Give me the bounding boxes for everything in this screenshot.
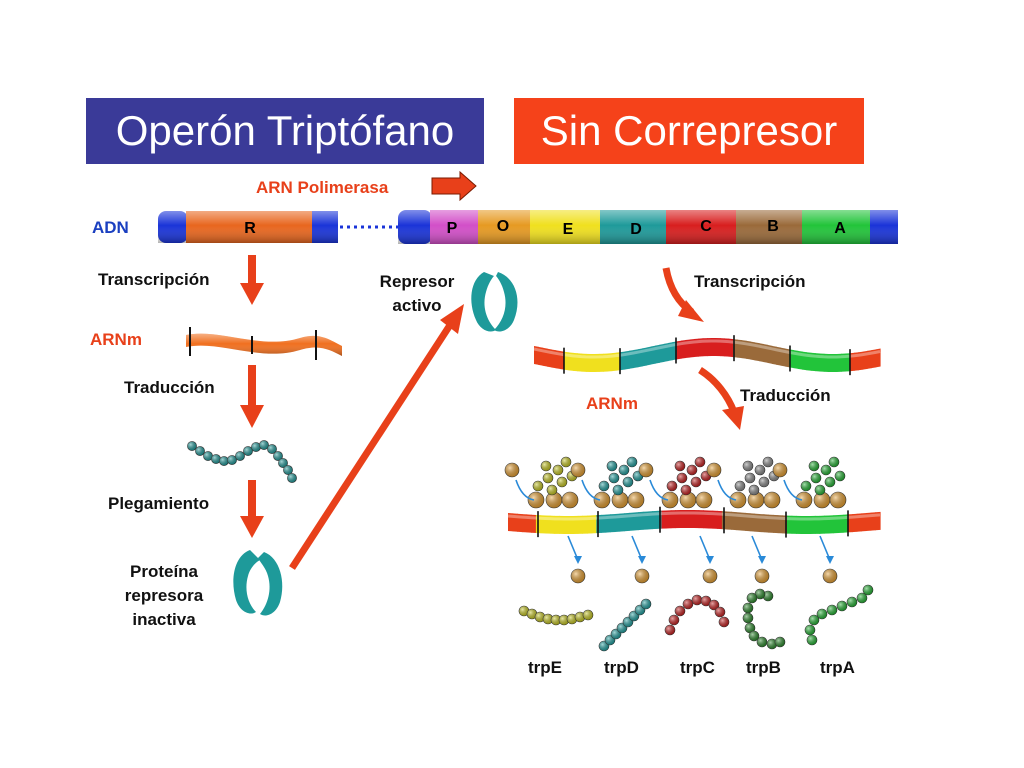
arrow-to-active-repressor	[289, 304, 464, 570]
arrow-folding	[240, 480, 264, 538]
label-active-repressor: Represor activo	[379, 272, 455, 315]
dna-operon-region: P O E D C B A	[398, 210, 898, 244]
label-translation-left: Traducción	[124, 378, 215, 397]
label-mrna-right: ARNm	[586, 394, 638, 413]
title-sin-correpresor: Sin Correpresor	[514, 98, 864, 164]
mrna-right	[533, 335, 881, 376]
dna-segment-label-P: P	[447, 220, 458, 237]
ribosome-clusters	[504, 456, 847, 509]
label-transcription-left: Transcripción	[98, 270, 210, 289]
mrna-translation-strand	[507, 506, 881, 538]
ribosome-arrow	[717, 479, 737, 501]
active-repressor-icon	[471, 272, 518, 332]
title-operon-triptofano: Operón Triptófano	[86, 98, 484, 164]
dna-segment-label-E: E	[563, 221, 574, 238]
ribosome-arrow	[783, 479, 803, 501]
label-dna: ADN	[92, 218, 129, 237]
protein-label-trpB: trpB	[746, 658, 781, 677]
dna-segment-label-D: D	[630, 221, 642, 238]
left-flow-arrows	[240, 255, 264, 538]
inactive-repressor-icon	[233, 550, 283, 616]
arrow-transcription-left	[240, 255, 264, 305]
protein-label-trpA: trpA	[820, 658, 855, 677]
label-mrna-left: ARNm	[90, 330, 142, 349]
protein-label-trpC: trpC	[680, 658, 715, 677]
protein-label-trpE: trpE	[528, 658, 562, 677]
ribosome-arrow	[649, 479, 669, 501]
ribosome-arrow	[581, 479, 601, 501]
rna-polymerase-icon	[431, 170, 477, 202]
repressor-polypeptide-chain	[187, 440, 297, 483]
dna-segment-label-O: O	[497, 218, 509, 235]
dna-segment-label-R: R	[244, 220, 256, 237]
dna-segment-label-A: A	[834, 220, 846, 237]
mrna-left	[186, 327, 342, 360]
label-rna-polymerase: ARN Polimerasa	[256, 178, 389, 197]
protein-label-trpD: trpD	[604, 658, 639, 677]
arrow-translation-right	[698, 367, 744, 430]
dna-segment-label-B: B	[767, 218, 779, 235]
dna-segment-label-C: C	[700, 218, 712, 235]
label-folding: Plegamiento	[108, 494, 210, 513]
dna-regulator-region: R	[158, 211, 338, 243]
label-transcription-right: Transcripción	[694, 272, 806, 291]
label-inactive-repressor: Proteína represora inactiva	[124, 562, 204, 629]
ribosome-arrow	[515, 479, 535, 501]
arrow-transcription-right	[662, 267, 704, 322]
arrow-translation-left	[240, 365, 264, 428]
protein-chains	[518, 535, 874, 652]
label-translation-right: Traducción	[740, 386, 831, 405]
